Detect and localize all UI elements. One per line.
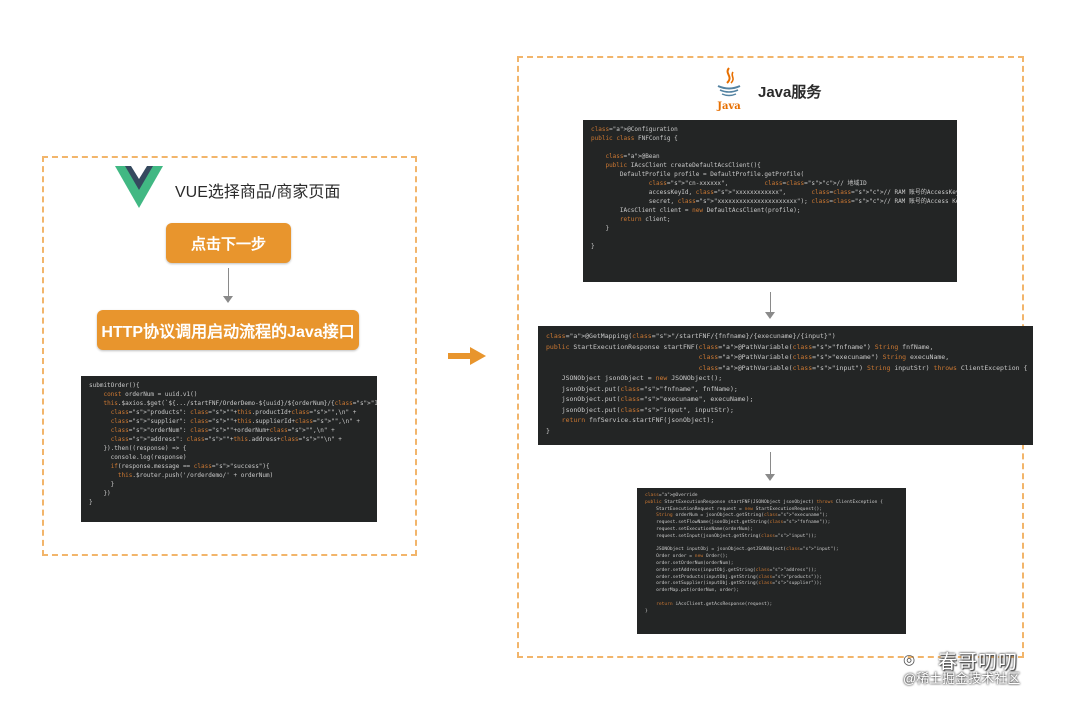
service-code-line: StartExecutionRequest request = new Star…: [645, 506, 823, 512]
java-logo-icon: Java: [716, 67, 741, 112]
vue-submit-order-code: submitOrder(){ const orderNum = uuid.v1(…: [81, 376, 377, 522]
vue-code-line: class="s">"orderNum": class="s">""+order…: [110, 427, 335, 434]
config-code-line: secret, class="s">"xxxxxxxxxxxxxxxxxxxxx…: [591, 198, 957, 205]
watermark-author: 春哥叨叨: [938, 652, 1019, 673]
config-code-line: return client;: [619, 216, 671, 223]
config-code-line: ​: [591, 143, 949, 152]
controller-code-line: }: [546, 426, 550, 435]
frontend-panel: [42, 156, 417, 556]
service-code-line: String orderNum = jsonObject.getString(c…: [656, 513, 828, 519]
service-code-line: order.setOrderNum(orderNum);: [645, 560, 734, 566]
controller-code-line: jsonObject.put(class="s">"fnfname", fnfN…: [546, 384, 738, 393]
next-step-button[interactable]: 点击下一步: [166, 223, 291, 263]
config-code-line: class="a">@Bean: [605, 153, 660, 160]
flow-arrow-head: [223, 296, 233, 303]
controller-code-line: return fnfService.startFNF(jsonObject);: [561, 416, 715, 424]
config-code-line: }: [591, 225, 610, 232]
service-code-line: request.setExecutionName(orderNum);: [645, 526, 753, 532]
wechat-icon: ◎: [903, 651, 916, 667]
vue-code-line: const orderNum = uuid.v1(): [103, 391, 198, 398]
config-code-line: public class FNFConfig {: [591, 135, 678, 142]
service-code-line: }: [645, 608, 648, 614]
right-arrow-icon: [448, 347, 486, 365]
config-code-line: public IAcsClient createDefaultAcsClient…: [605, 162, 761, 169]
config-code-line: DefaultProfile profile = DefaultProfile.…: [591, 171, 805, 178]
service-code-line: Order order = new Order();: [645, 554, 729, 560]
service-code-line: return iAcsClient.getAcsResponse(request…: [656, 601, 773, 607]
flow-arrow-line: [228, 268, 229, 298]
config-code-line: accessKeyId, class="s">"xxxxxxxxxxxx", c…: [591, 189, 957, 196]
vue-code-line: this.$axios.$get(`${.../startFNF/OrderDe…: [103, 400, 377, 407]
controller-code-line: class="a">@GetMapping(class="s">"/startF…: [546, 332, 836, 340]
flow-arrow-line: [770, 452, 771, 476]
config-code-line: class="s">"cn-xxxxxx", class=class="s">"…: [648, 180, 867, 187]
vue-code-line: console.log(response): [89, 454, 187, 461]
vue-code-line: class="s">"products": class="s">""+this.…: [110, 409, 357, 416]
service-code-line: orderMap.put(orderNum, order);: [645, 588, 740, 594]
config-code-line: ​: [591, 233, 949, 242]
vue-code-line: }).then((response) => {: [89, 445, 187, 452]
vue-code-line: }: [89, 481, 115, 488]
service-code-line: request.setInput(jsonObject.getString(cl…: [645, 533, 817, 539]
service-code-line: order.setSupplier(inputObj.getString(cla…: [645, 581, 823, 587]
vue-code-line: submitOrder(){: [89, 382, 140, 389]
controller-code-line: jsonObject.put(class="s">"input", inputS…: [546, 405, 734, 414]
flow-arrow-head: [765, 312, 775, 319]
fnf-config-code: class="a">@Configuration public class FNF…: [583, 120, 957, 282]
service-code-line: class="a">@Override: [645, 493, 698, 498]
controller-code-line: class="a">@PathVariable(class="s">"input…: [698, 363, 1028, 372]
config-code-line: }: [591, 243, 595, 250]
vue-logo-icon: [115, 166, 163, 208]
service-code-line: ​: [645, 595, 898, 602]
controller-code-line: public StartExecutionResponse startFNF(c…: [546, 342, 934, 351]
config-code-line: class="a">@Configuration: [591, 126, 678, 133]
vue-page-title: VUE选择商品/商家页面: [175, 184, 341, 201]
start-fnf-controller-code: class="a">@GetMapping(class="s">"/startF…: [538, 326, 1033, 445]
config-code-line: IAcsClient client = new DefaultAcsClient…: [591, 207, 801, 214]
service-code-line: request.setFlowName(jsonObject.getString…: [645, 520, 831, 526]
vue-code-line: this.$router.push('/orderdemo/' + orderN…: [117, 472, 274, 479]
java-service-title: Java服务: [758, 84, 822, 101]
svg-text:Java: Java: [716, 101, 741, 112]
vue-code-line: class="s">"supplier": class="s">""+this.…: [110, 418, 360, 425]
controller-code-line: JSONObject jsonObject = new JSONObject()…: [546, 374, 723, 382]
vue-code-line: if(response.message == class="s">"succes…: [110, 463, 270, 470]
vue-code-line: class="s">"address": class="s">""+this.a…: [110, 436, 342, 443]
vue-code-line: }): [89, 490, 111, 497]
controller-code-line: jsonObject.put(class="s">"execuname", ex…: [546, 395, 754, 403]
vue-code-line: }: [89, 499, 93, 506]
service-code-line: order.setProducts(inputObj.getString(cla…: [645, 574, 823, 580]
service-code-line: JSONObject inputObj = jsonObject.getJSON…: [645, 547, 839, 553]
watermark-community: @稀土掘金技术社区: [903, 671, 1021, 686]
controller-code-line: class="a">@PathVariable(class="s">"execu…: [698, 353, 950, 361]
service-code-line: order.setAddress(inputObj.getString(clas…: [645, 567, 817, 573]
http-call-java-button[interactable]: HTTP协议调用启动流程的Java接口: [97, 310, 359, 350]
flow-arrow-head: [765, 474, 775, 481]
flow-arrow-line: [770, 292, 771, 314]
service-code-line: public StartExecutionResponse startFNF(J…: [645, 499, 883, 505]
